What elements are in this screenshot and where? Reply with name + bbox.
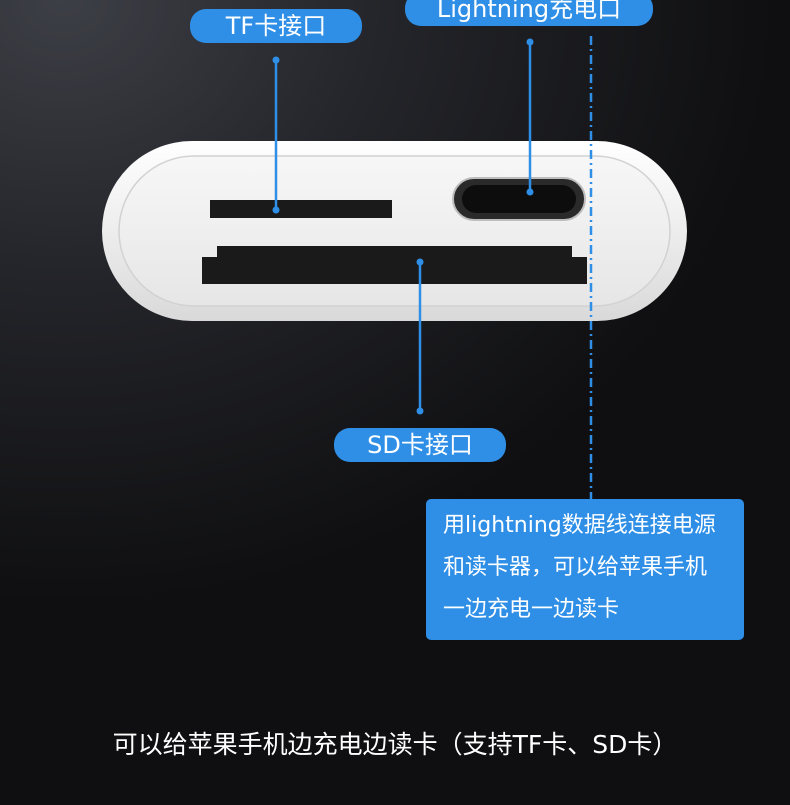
info-line-1: 用lightning数据线连接电源	[443, 513, 716, 538]
lightning-leader-dot-top	[526, 38, 534, 46]
bottom-caption: 可以给苹果手机边充电边读卡（支持TF卡、SD卡）	[112, 730, 678, 759]
tf-leader-dot-bottom	[272, 206, 280, 214]
sd-port-label: SD卡接口	[334, 428, 506, 462]
sd-leader-dot-top	[416, 258, 424, 266]
lightning-port-inner	[462, 185, 576, 213]
card-reader-device	[102, 141, 687, 321]
tf-leader-dot-top	[272, 56, 280, 64]
lightning-port-label: Lightning充电口	[405, 0, 653, 26]
tf-port-label: TF卡接口	[190, 9, 362, 43]
sd-leader-dot-bottom	[416, 407, 424, 415]
info-callout-box: 用lightning数据线连接电源 和读卡器，可以给苹果手机 一边充电一边读卡	[426, 499, 744, 640]
lightning-leader-dot-bottom	[526, 188, 534, 196]
info-line-2: 和读卡器，可以给苹果手机	[443, 555, 708, 580]
info-line-3: 一边充电一边读卡	[443, 597, 620, 622]
sd-card-slot	[202, 246, 587, 284]
tf-card-slot	[210, 200, 392, 218]
